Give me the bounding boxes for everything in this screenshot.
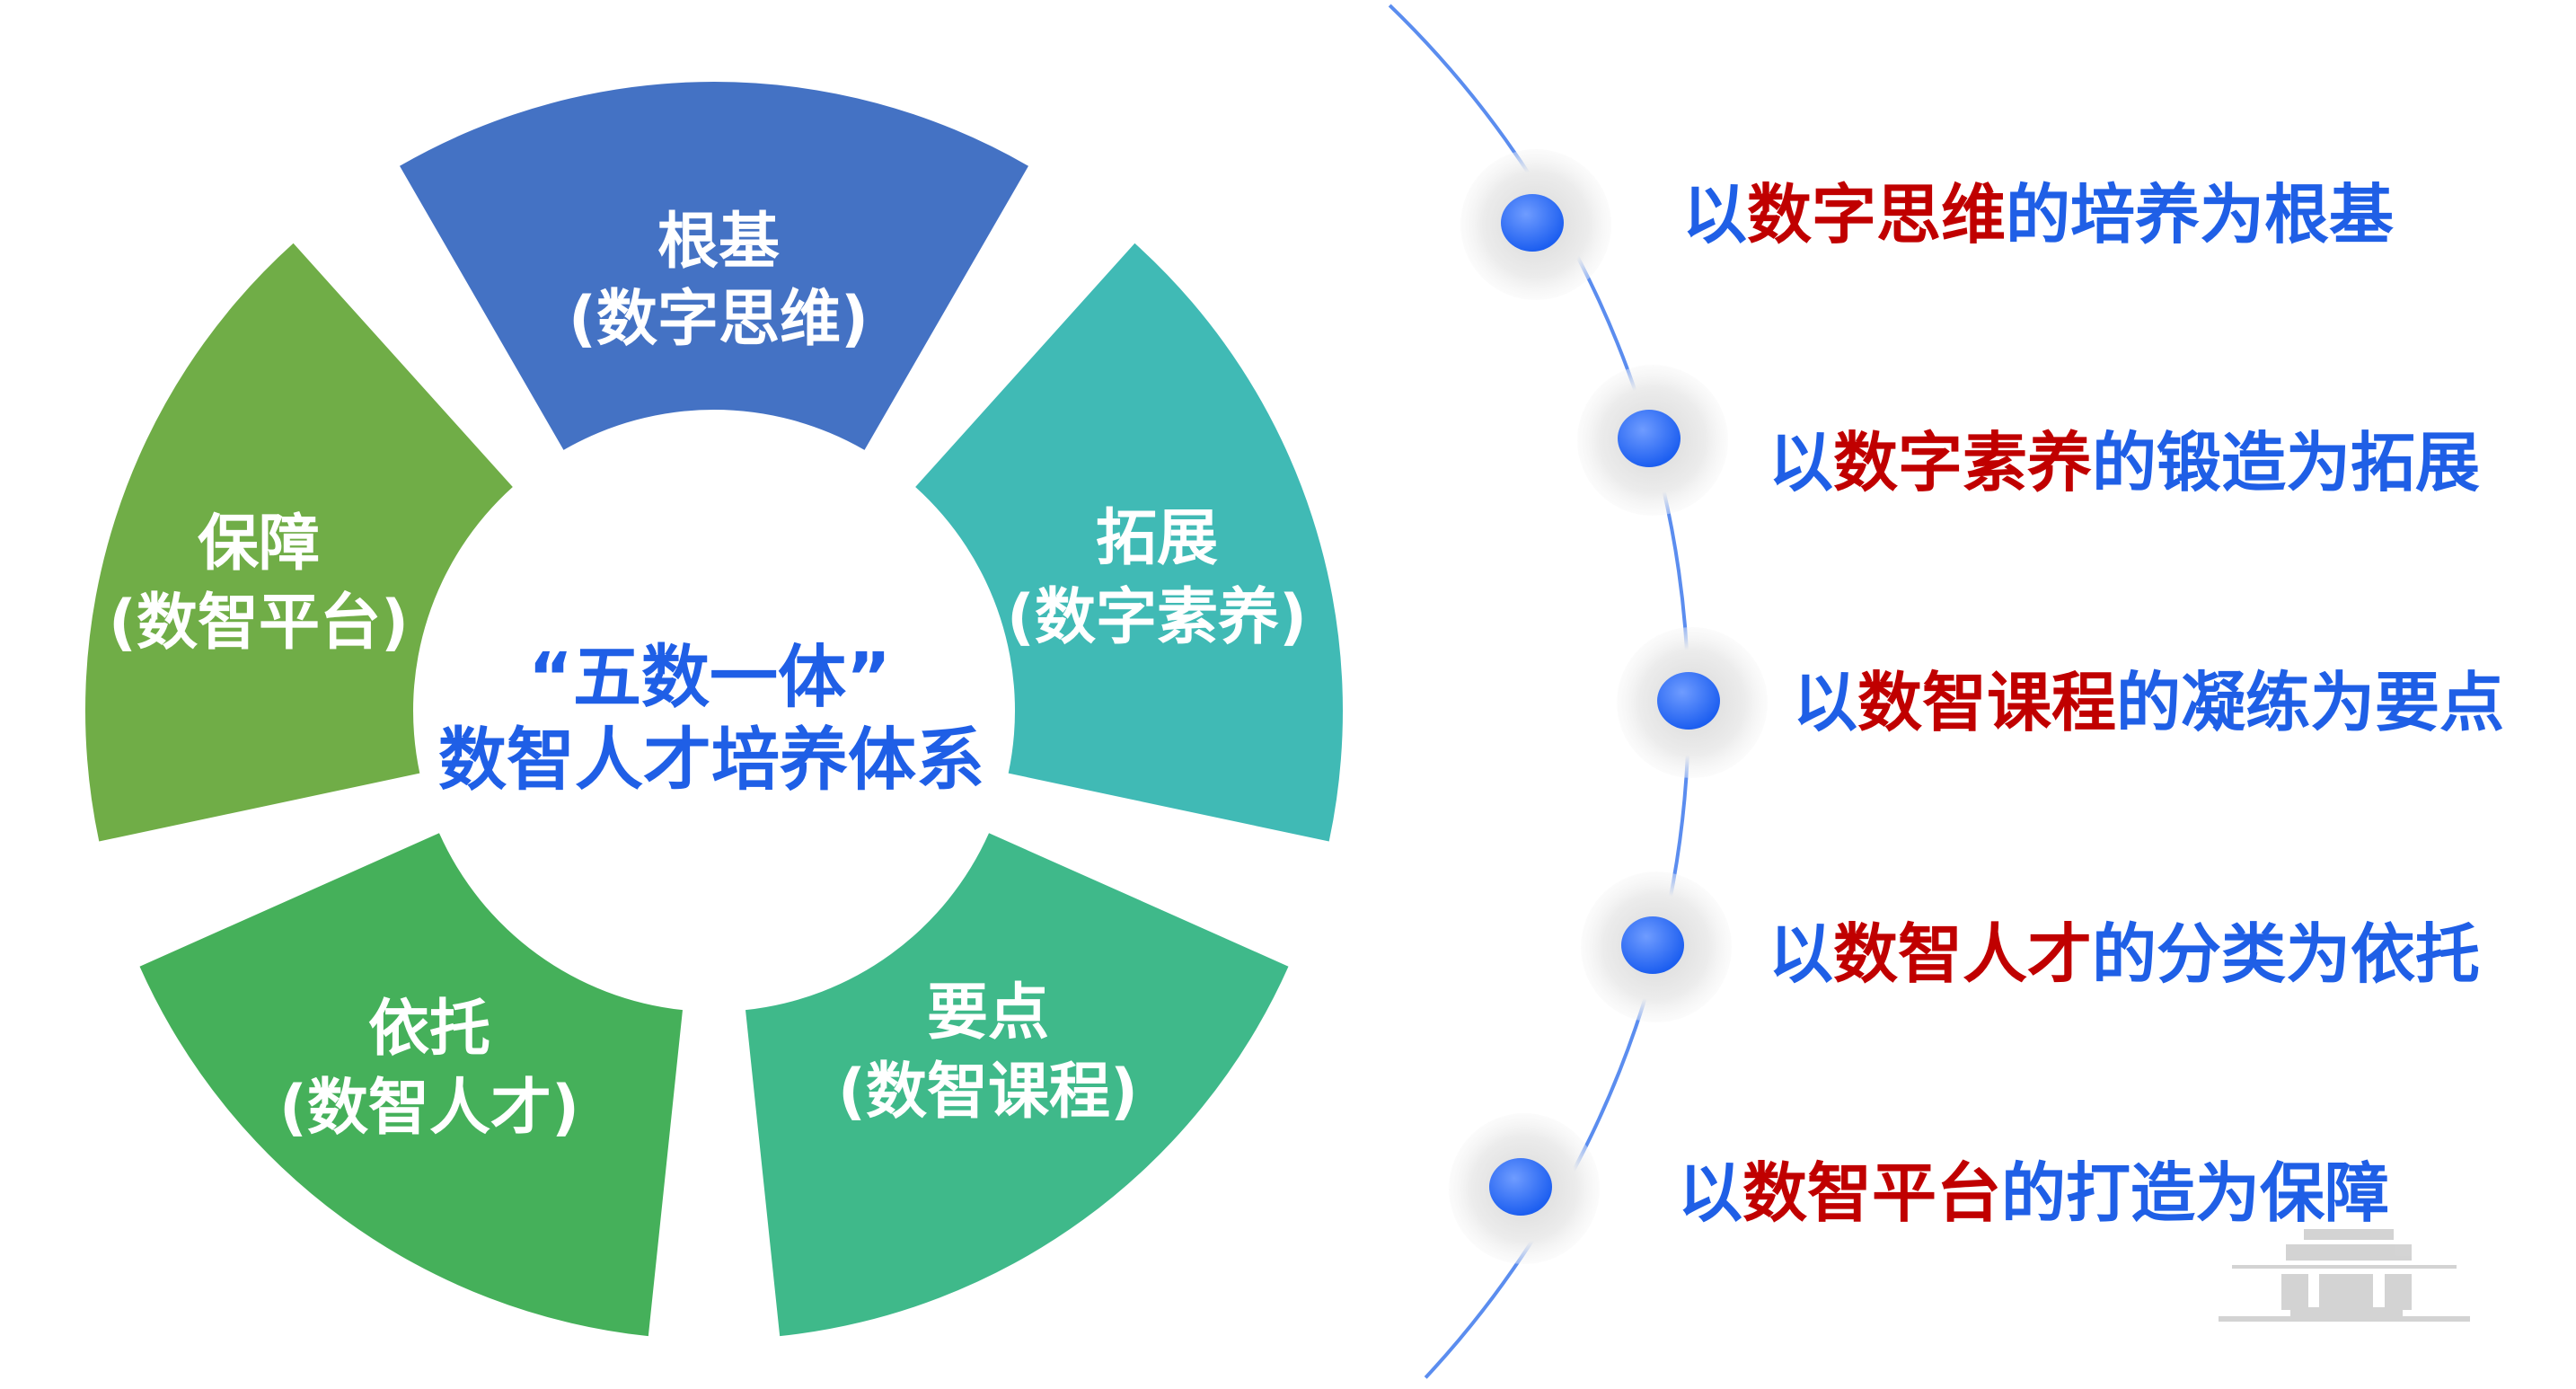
timeline-dot-icon [1621,916,1684,974]
timeline-dot-icon [1618,410,1681,467]
segment-label-extend: 拓展 (数字素养) [1007,503,1307,653]
list-item: 以数智人才的分类为依托 [1769,916,2480,992]
segment-title: 保障 [198,509,320,579]
timeline-dots [1449,149,1768,1264]
segment-root [400,81,1028,450]
segment-title: 拓展 [1096,503,1218,574]
segment-label-keypoint: 要点 (数智课程) [838,978,1138,1128]
list-item: 以数智课程的凝练为要点 [1793,665,2504,740]
segment-subtitle: (数智课程) [838,1057,1138,1128]
list-item: 以数字思维的培养为根基 [1682,177,2394,252]
segment-subtitle: (数字素养) [1007,582,1307,653]
list-item: 以数智平台的打造为保障 [1678,1155,2389,1231]
segment-label-root: 根基 (数字思维) [569,207,869,355]
segment-extend [915,243,1344,842]
segment-label-guarantee: 保障 (数智平台) [109,509,409,659]
center-title: “五数一体” [528,637,891,717]
timeline-dot-icon [1489,1158,1552,1216]
segment-keypoint [745,833,1289,1337]
segment-label-support: 依托 (数智人才) [279,994,579,1144]
timeline-dot-icon [1657,672,1720,730]
building-watermark-icon [2219,1229,2470,1322]
list-item: 以数字素养的锻造为拓展 [1769,425,2480,500]
segment-subtitle: (数智人才) [279,1073,579,1144]
segment-subtitle: (数智平台) [109,588,409,659]
wheel [85,81,1344,1337]
segment-title: 依托 [368,994,490,1065]
timeline-dot-icon [1501,194,1564,252]
center-subtitle: 数智人才培养体系 [438,720,984,800]
segment-subtitle: (数字思维) [569,284,869,355]
segment-title: 根基 [657,207,780,278]
segment-guarantee [85,243,513,842]
segment-support [139,833,683,1337]
segment-title: 要点 [927,978,1049,1048]
